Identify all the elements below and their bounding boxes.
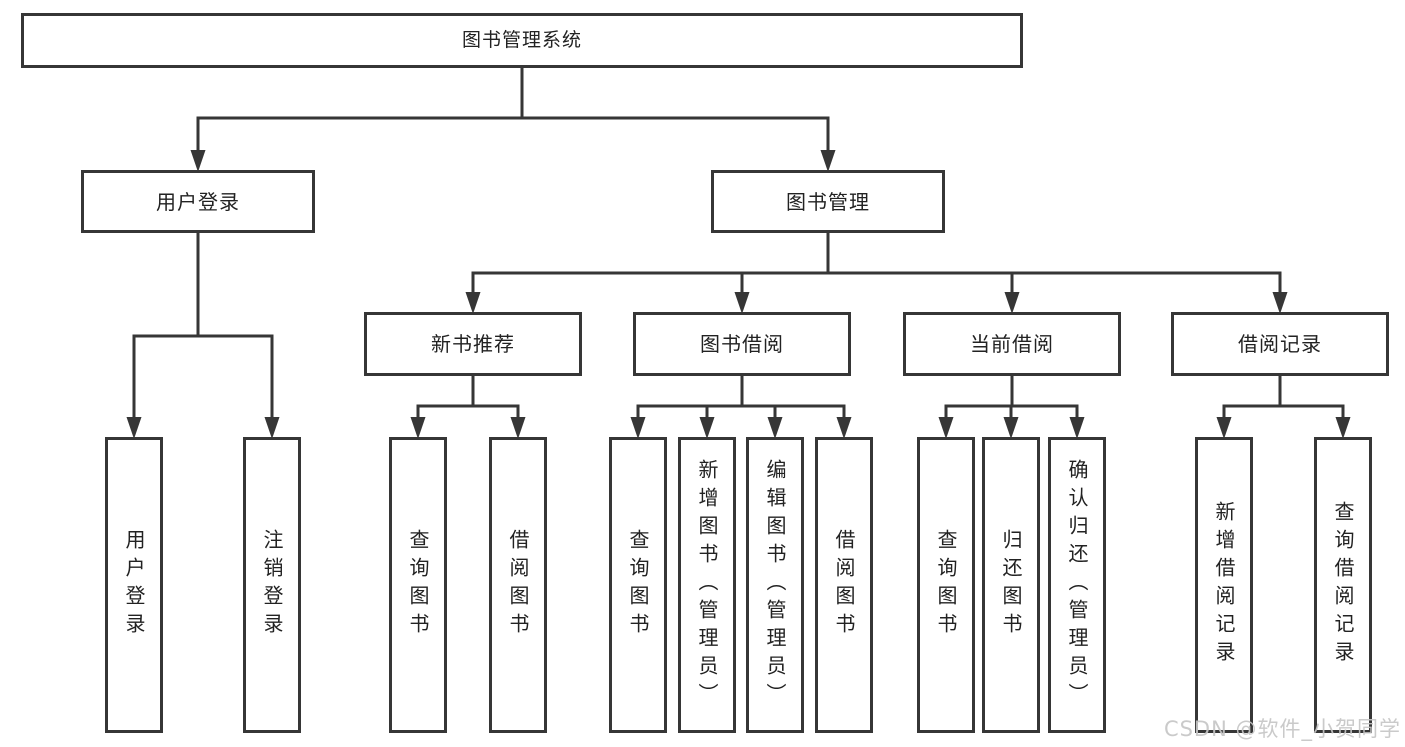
node-label-new-book-rec: 新书推荐 [431,332,515,356]
arrowhead-icon [767,417,783,439]
arrowhead-icon [1003,417,1019,439]
arrowhead-icon [126,417,142,439]
arrowhead-icon [465,292,481,314]
node-label-leaf-nbr-query: 查询图书 [406,529,430,641]
arrowhead-icon [1069,417,1085,439]
node-label-borrow-records: 借阅记录 [1238,332,1322,356]
arrowhead-icon [1272,292,1288,314]
node-label-book-mgmt: 图书管理 [786,189,870,214]
arrowhead-icon [1335,417,1351,439]
node-label-leaf-cb-return: 归还图书 [999,529,1023,641]
watermark: CSDN @软件_小贺同学 [1163,717,1401,741]
node-leaf-bb-add: 新增图书（管理员） [678,437,736,733]
arrowhead-icon [1004,292,1020,314]
node-label-leaf-cb-confirm: 确认归还（管理员） [1065,459,1089,711]
arrowhead-icon [734,292,750,314]
arrowhead-icon [938,417,954,439]
node-leaf-nbr-borrow: 借阅图书 [489,437,547,733]
node-label-leaf-logout: 注销登录 [260,529,284,641]
node-book-mgmt: 图书管理 [711,170,945,233]
node-leaf-bb-query: 查询图书 [609,437,667,733]
node-label-user-login: 用户登录 [156,189,240,214]
node-new-book-rec: 新书推荐 [364,312,582,376]
arrowhead-icon [264,417,280,439]
node-label-leaf-cb-query: 查询图书 [934,529,958,641]
node-label-leaf-nbr-borrow: 借阅图书 [506,529,530,641]
node-borrow-records: 借阅记录 [1171,312,1389,376]
arrowhead-icon [410,417,426,439]
node-leaf-cb-return: 归还图书 [982,437,1040,733]
node-label-leaf-br-query: 查询借阅记录 [1331,501,1355,669]
node-leaf-br-query: 查询借阅记录 [1314,437,1372,733]
arrowhead-icon [1216,417,1232,439]
node-label-current-borrow: 当前借阅 [970,332,1054,356]
node-leaf-cb-query: 查询图书 [917,437,975,733]
node-leaf-bb-borrow: 借阅图书 [815,437,873,733]
node-root: 图书管理系统 [21,13,1023,68]
node-label-book-borrow: 图书借阅 [700,332,784,356]
arrowhead-icon [820,150,836,172]
node-book-borrow: 图书借阅 [633,312,851,376]
node-label-root: 图书管理系统 [461,29,582,52]
arrowhead-icon [836,417,852,439]
node-label-leaf-bb-borrow: 借阅图书 [832,529,856,641]
node-leaf-cb-confirm: 确认归还（管理员） [1048,437,1106,733]
node-label-leaf-bb-edit: 编辑图书（管理员） [763,459,787,711]
node-leaf-br-add: 新增借阅记录 [1195,437,1253,733]
arrowhead-icon [510,417,526,439]
node-label-leaf-bb-query: 查询图书 [626,529,650,641]
node-label-leaf-user-login: 用户登录 [122,529,146,641]
node-label-leaf-bb-add: 新增图书（管理员） [695,459,719,711]
node-leaf-bb-edit: 编辑图书（管理员） [746,437,804,733]
arrowhead-icon [699,417,715,439]
arrowhead-icon [190,150,206,172]
node-leaf-nbr-query: 查询图书 [389,437,447,733]
node-label-leaf-br-add: 新增借阅记录 [1212,501,1236,669]
node-current-borrow: 当前借阅 [903,312,1121,376]
node-leaf-user-login: 用户登录 [105,437,163,733]
node-user-login: 用户登录 [81,170,315,233]
arrowhead-icon [630,417,646,439]
node-leaf-logout: 注销登录 [243,437,301,733]
